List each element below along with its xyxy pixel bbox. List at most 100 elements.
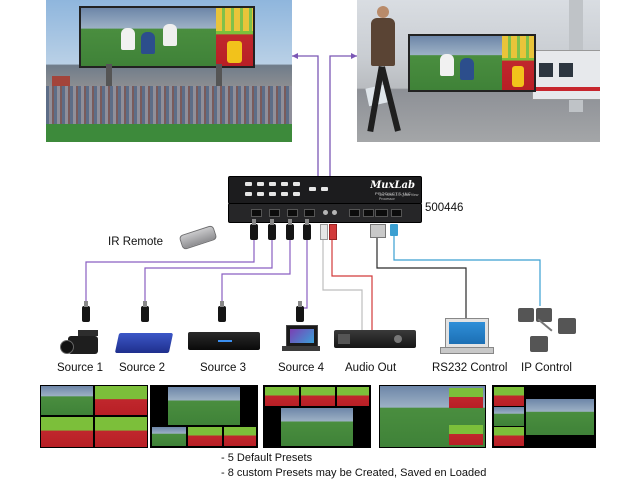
preset-note-default: - 5 Default Presets — [221, 452, 313, 464]
preset-thumb-main-strip[interactable] — [150, 385, 258, 448]
hdmi-plug-source1 — [82, 301, 90, 322]
woman-coat — [371, 18, 395, 66]
audio-line-red — [331, 240, 373, 330]
bluray-light — [218, 340, 232, 342]
tile-game — [168, 387, 240, 425]
hdmi-plug-source3 — [218, 301, 226, 322]
tile-ad — [301, 387, 335, 406]
network-pc — [558, 318, 576, 334]
source-2-label: Source 2 — [119, 362, 166, 374]
front-button[interactable] — [245, 182, 252, 186]
tile-game — [281, 408, 353, 446]
quad-view-processor-front: MuxLab PRODUCTS INC. 4x1 HDMI 2.0 Quad V… — [228, 176, 422, 204]
rs232-control-label: RS232 Control — [432, 362, 508, 374]
device-description: 4x1 HDMI 2.0 Quad View Processor — [379, 193, 419, 201]
source-4-label: Source 4 — [278, 362, 325, 374]
hdmi-input-port[interactable] — [304, 209, 315, 217]
player-white-2 — [163, 24, 177, 46]
tile-ad — [265, 387, 299, 406]
hdmi-out-line-station — [329, 55, 357, 176]
front-button[interactable] — [245, 192, 252, 196]
source-3-label: Source 3 — [200, 362, 247, 374]
woman-head — [377, 6, 389, 18]
laptop-screen — [286, 325, 318, 347]
tile-ad — [449, 425, 483, 445]
laptop-pc-icon — [440, 318, 494, 356]
front-button[interactable] — [281, 182, 288, 186]
rca-plug-red — [329, 224, 337, 240]
network-pc — [530, 336, 548, 352]
tile-game — [526, 399, 594, 435]
model-number: 500446 — [425, 202, 464, 214]
game-footage — [81, 8, 216, 66]
train — [532, 50, 600, 100]
brand-logo: MuxLab — [370, 180, 415, 191]
player-white — [121, 28, 135, 50]
tile-ad — [337, 387, 369, 406]
preset-thumb-strip-main[interactable] — [263, 385, 371, 448]
preset-thumb-quad[interactable] — [40, 385, 148, 448]
quad-view-processor-back — [228, 203, 422, 223]
ethernet-port[interactable] — [391, 209, 402, 217]
hdmi-in-line-source2 — [144, 240, 273, 308]
player-white — [440, 54, 454, 76]
tile-game — [494, 407, 524, 426]
hdmi-output-port[interactable] — [363, 209, 374, 217]
camcorder-body — [68, 336, 98, 354]
tile-ad — [188, 427, 222, 446]
rj45-plug — [390, 224, 398, 236]
ad-can — [511, 66, 525, 87]
ad-beer-row — [216, 8, 253, 32]
hdmi-in-line-source1 — [85, 240, 255, 308]
front-button[interactable] — [269, 182, 276, 186]
front-button[interactable] — [269, 192, 276, 196]
front-button[interactable] — [257, 182, 264, 186]
network-pc — [518, 308, 534, 322]
hdmi-input-port[interactable] — [251, 209, 262, 217]
train-window — [539, 63, 553, 77]
front-button[interactable] — [293, 182, 300, 186]
hdmi-plug-source4 — [296, 301, 304, 322]
tile-ad — [95, 386, 147, 415]
pc-display — [449, 322, 485, 344]
amp-knob — [394, 335, 402, 343]
stadium-big-screen — [79, 6, 255, 68]
train-window — [559, 63, 573, 77]
front-button[interactable] — [257, 192, 264, 196]
train-stripe — [533, 87, 600, 91]
front-button[interactable] — [281, 192, 288, 196]
hdmi-plug — [250, 219, 258, 240]
player-blue — [141, 32, 155, 54]
preset-thumb-side[interactable] — [492, 385, 596, 448]
preset-notes: - 5 Default Presets - 8 custom Presets m… — [221, 451, 486, 481]
audio-out-label: Audio Out — [345, 362, 397, 374]
tile-ad — [95, 417, 147, 447]
rca-plug-white — [320, 224, 328, 240]
preset-thumb-pip[interactable] — [379, 385, 486, 448]
audio-port[interactable] — [323, 210, 328, 215]
hdmi-input-port[interactable] — [269, 209, 280, 217]
tile-game — [41, 386, 93, 415]
laptop-base — [282, 346, 320, 351]
laptop-display — [290, 329, 314, 343]
front-button[interactable] — [293, 192, 300, 196]
audio-amplifier-icon — [334, 330, 416, 348]
hdmi-input-port[interactable] — [287, 209, 298, 217]
hdmi-output-port[interactable] — [349, 209, 360, 217]
rs232-line — [376, 238, 467, 318]
media-player-icon — [114, 333, 174, 353]
station-display-scene — [357, 0, 600, 142]
rs232-port[interactable] — [375, 209, 388, 217]
arrow-head-right — [351, 53, 357, 59]
stadium-display-scene — [46, 0, 292, 142]
db9-plug — [370, 224, 386, 238]
station-pringles-ad — [502, 36, 534, 90]
station-screen — [408, 34, 536, 92]
laptop-icon — [282, 325, 320, 357]
audio-port[interactable] — [332, 210, 337, 215]
front-button[interactable] — [309, 187, 316, 191]
hdmi-plug — [303, 219, 311, 240]
front-button[interactable] — [321, 187, 328, 191]
tile-ad — [224, 427, 256, 446]
